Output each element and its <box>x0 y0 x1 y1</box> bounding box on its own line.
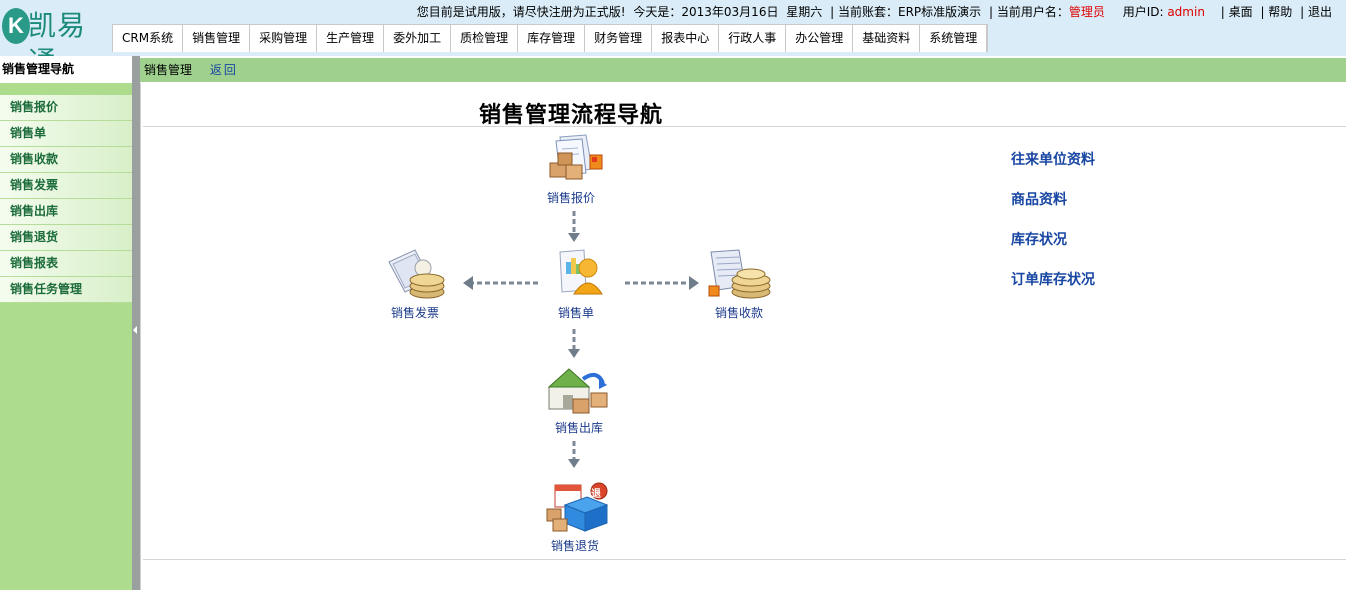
ledger-coins-icon <box>708 249 771 299</box>
invoice-coins-icon <box>388 249 445 299</box>
flow-label-returns: 销售退货 <box>551 539 600 553</box>
breadcrumb: 销售管理 返回 <box>140 58 1346 82</box>
nav-hr[interactable]: 行政人事 <box>719 25 787 52</box>
sidebar-item-report[interactable]: 销售报表 <box>0 251 132 277</box>
nav-crm[interactable]: CRM系统 <box>113 25 184 52</box>
sidebar-item-receipt[interactable]: 销售收款 <box>0 147 132 173</box>
header-bar: K 凯易通 您目前是试用版，请尽快注册为正式版! 今天是：2013年03月16日… <box>0 0 1346 78</box>
nav-production[interactable]: 生产管理 <box>317 25 385 52</box>
flow-label-invoice: 销售发票 <box>391 306 440 320</box>
flow-node-quote[interactable]: 销售报价 <box>544 133 608 207</box>
sidebar-item-quote[interactable]: 销售报价 <box>0 95 132 121</box>
nav-reports[interactable]: 报表中心 <box>652 25 720 52</box>
nav-outsourcing[interactable]: 委外加工 <box>384 25 452 52</box>
logout-link[interactable]: | 退出 <box>1300 5 1332 19</box>
nav-inventory[interactable]: 库存管理 <box>518 25 586 52</box>
current-user-name: 管理员 <box>1068 5 1105 19</box>
current-account: | 当前账套：ERP标准版演示 <box>830 5 982 19</box>
warehouse-boxes-icon <box>547 368 608 414</box>
flow-node-order[interactable]: 销售单 <box>546 248 606 322</box>
link-stock-status[interactable]: 库存状况 <box>1011 232 1067 248</box>
nav-basic-data[interactable]: 基础资料 <box>853 25 921 52</box>
help-link[interactable]: | 帮助 <box>1260 5 1293 19</box>
top-info-bar: 您目前是试用版，请尽快注册为正式版! 今天是：2013年03月16日 星期六 |… <box>413 3 1332 21</box>
nav-sales[interactable]: 销售管理 <box>183 25 251 52</box>
link-partner-data[interactable]: 往来单位资料 <box>1011 152 1095 168</box>
user-id-value: admin <box>1167 5 1205 19</box>
sidebar-splitter[interactable] <box>132 56 140 590</box>
flow-label-order: 销售单 <box>558 306 595 320</box>
return-box-icon <box>546 482 609 532</box>
current-user-label: | 当前用户名： <box>988 5 1069 19</box>
return-badge: 退 <box>591 489 601 500</box>
document-with-boxes-icon <box>549 134 603 180</box>
title-divider <box>143 126 1346 127</box>
bottom-divider <box>143 559 1346 560</box>
flow-node-returns[interactable]: 退 销售退货 <box>545 481 615 553</box>
app-logo: K 凯易通 <box>2 4 106 78</box>
desktop-link[interactable]: | 桌面 <box>1220 5 1253 19</box>
sidebar-item-invoice[interactable]: 销售发票 <box>0 173 132 199</box>
weekday: 星期六 <box>786 5 823 19</box>
link-order-stock-status[interactable]: 订单库存状况 <box>1011 272 1095 288</box>
user-id-label: 用户ID: <box>1122 5 1168 19</box>
breadcrumb-current: 销售管理 <box>144 63 193 77</box>
flow-label-outbound: 销售出库 <box>555 421 604 435</box>
flow-node-receipt[interactable]: 销售收款 <box>707 246 779 320</box>
sidebar-item-returns[interactable]: 销售退货 <box>0 225 132 251</box>
flow-node-invoice[interactable]: 销售发票 <box>385 246 455 320</box>
user-document-icon <box>559 249 603 295</box>
collapse-arrow-icon[interactable] <box>133 326 137 334</box>
flow-arrows <box>463 211 699 468</box>
content-pane: 销售管理流程导航 销 <box>140 83 1346 590</box>
nav-system[interactable]: 系统管理 <box>920 25 988 52</box>
main-nav: CRM系统 销售管理 采购管理 生产管理 委外加工 质检管理 库存管理 财务管理… <box>112 24 989 52</box>
page-title: 销售管理流程导航 <box>479 103 664 128</box>
sidebar-item-task[interactable]: 销售任务管理 <box>0 277 132 303</box>
nav-purchase[interactable]: 采购管理 <box>250 25 318 52</box>
sidebar-item-outbound[interactable]: 销售出库 <box>0 199 132 225</box>
flow-label-quote: 销售报价 <box>547 191 596 205</box>
nav-quality[interactable]: 质检管理 <box>451 25 519 52</box>
sidebar: 销售管理导航 销售报价 销售单 销售收款 销售发票 销售出库 销售退货 销售报表… <box>0 56 132 590</box>
nav-finance[interactable]: 财务管理 <box>585 25 653 52</box>
link-product-data[interactable]: 商品资料 <box>1011 192 1067 208</box>
flow-label-receipt: 销售收款 <box>715 306 764 320</box>
back-link[interactable]: 返回 <box>209 63 238 77</box>
sidebar-item-order[interactable]: 销售单 <box>0 121 132 147</box>
nav-office[interactable]: 办公管理 <box>786 25 854 52</box>
flow-node-outbound[interactable]: 销售出库 <box>543 365 613 437</box>
today-date: 今天是：2013年03月16日 <box>633 5 779 19</box>
logo-k-mark: K <box>2 8 30 44</box>
sidebar-title: 销售管理导航 <box>0 56 132 83</box>
trial-notice: 您目前是试用版，请尽快注册为正式版! <box>416 5 626 19</box>
